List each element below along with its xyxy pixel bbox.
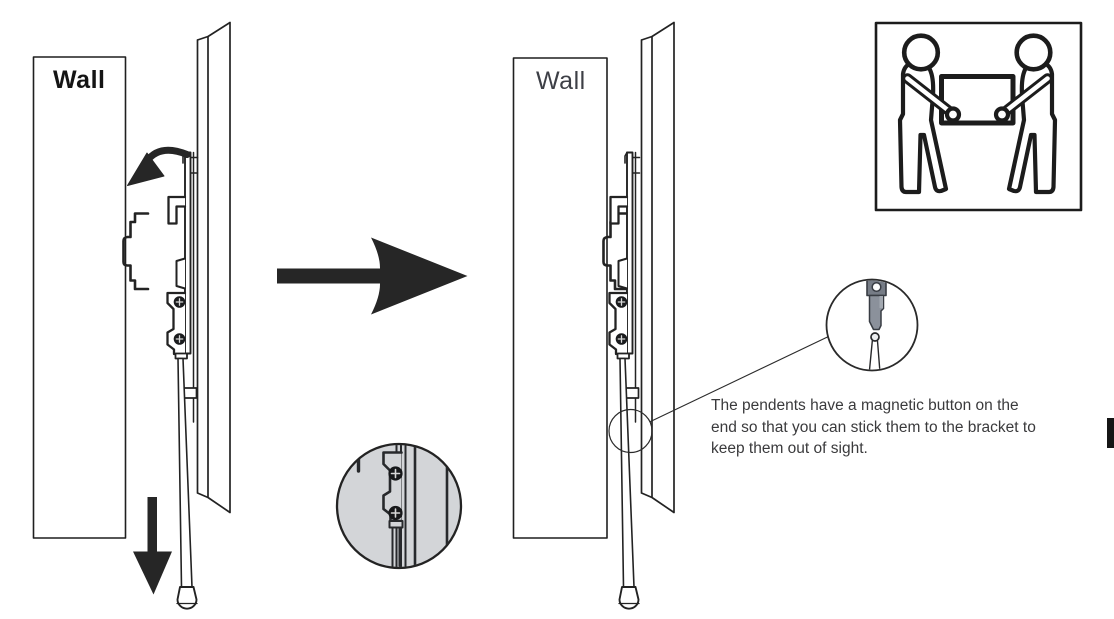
person-left-hand [944, 106, 962, 123]
caption-line: end so that you can stick them to the br… [711, 418, 1036, 436]
magnet-button [870, 332, 880, 342]
leader-line [649, 335, 830, 423]
bracket-detail-circle [335, 442, 463, 570]
down-arrow-icon [133, 497, 172, 595]
caption-line: The pendents have a magnetic button on t… [711, 397, 1019, 414]
wall-rect [512, 57, 608, 539]
right-wall-label: Wall [536, 67, 586, 95]
screw-icon [388, 505, 403, 521]
left-wall-label: Wall [53, 66, 106, 94]
pendant-cord [868, 340, 881, 370]
person-left-head [901, 33, 941, 72]
curved-tilt-arrow-icon [127, 146, 191, 186]
tv-panel [640, 21, 675, 514]
pendant-caption: The pendents have a magnetic button on t… [711, 395, 1036, 460]
callout-ellipse [608, 408, 653, 454]
right-arrow-icon [277, 237, 468, 315]
caption-line: keep them out of sight. [711, 440, 868, 457]
pendant-magnet-detail-circle [825, 278, 919, 372]
tv-panel [196, 21, 231, 514]
screw-icon [388, 466, 403, 481]
person-right-hand [993, 106, 1011, 123]
person-right-head [1014, 33, 1053, 72]
right-installation-diagram [512, 21, 675, 610]
two-person-carry-icon [874, 21, 1083, 212]
wall-plate [122, 212, 150, 291]
wall-rect [32, 56, 127, 539]
pendant-hole [871, 281, 882, 293]
page-edge-artifact [1107, 418, 1114, 448]
left-installation-diagram [32, 21, 231, 610]
